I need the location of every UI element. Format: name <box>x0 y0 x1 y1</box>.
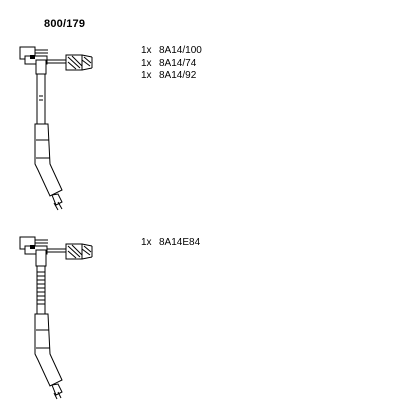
part-code: 8A14E84 <box>159 237 201 248</box>
part-qty: 1x <box>141 57 152 69</box>
part-code: 8A14/100 <box>159 45 202 56</box>
plug-terminal-2 <box>52 384 62 399</box>
part-code: 8A14/92 <box>159 70 197 81</box>
part-code: 8A14/74 <box>159 57 197 69</box>
part-qty: 1x <box>141 45 152 56</box>
parts-list-1: 1x 8A14/100 1x 8A14/74 1x 8A14/92 <box>141 45 202 83</box>
ignition-lead-2 <box>20 237 92 399</box>
plug-terminal-1 <box>52 194 62 210</box>
part-line: 1x 8A14/74 <box>141 58 202 71</box>
part-line: 1x 8A14/92 <box>141 70 202 83</box>
part-line: 1x 8A14/100 <box>141 45 202 58</box>
part-line: 1x 8A14E84 <box>141 237 200 250</box>
hatched-terminal-2 <box>66 244 92 259</box>
hatched-terminal-1 <box>66 55 92 70</box>
part-qty: 1x <box>141 70 152 81</box>
cable-2 <box>36 250 46 314</box>
page-title: 800/179 <box>44 18 86 30</box>
link-wire-1 <box>47 60 66 63</box>
cable-1 <box>36 60 46 124</box>
spark-plug-boot-1 <box>35 124 62 196</box>
ignition-lead-1 <box>20 47 92 210</box>
link-wire-2 <box>47 249 66 252</box>
spark-plug-boot-2 <box>35 314 62 386</box>
parts-list-2: 1x 8A14E84 <box>141 237 200 250</box>
part-qty: 1x <box>141 237 152 248</box>
